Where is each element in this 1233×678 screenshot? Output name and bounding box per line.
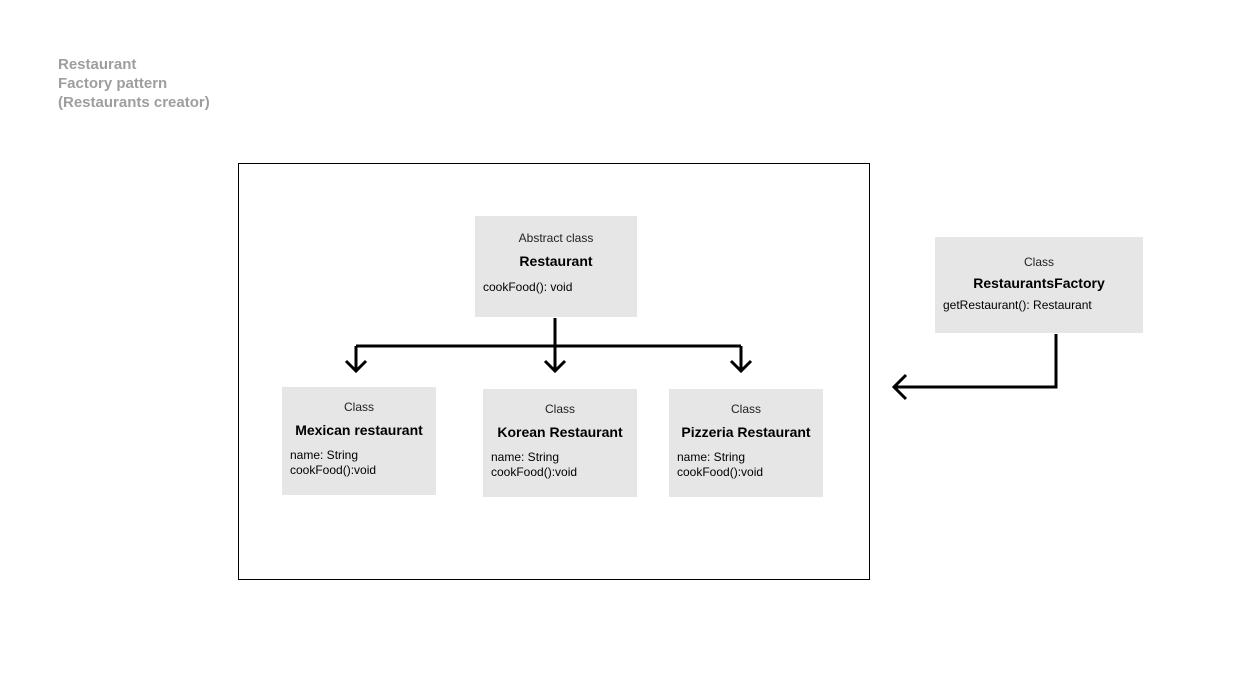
class-member: cookFood(): void: [483, 280, 573, 294]
class-member: name: String: [491, 450, 560, 464]
restaurants-frame: [238, 163, 870, 580]
class-stereotype: Class: [544, 402, 575, 416]
class-member: name: String: [290, 448, 359, 462]
class-member: cookFood():void: [290, 463, 377, 477]
class-stereotype: Class: [730, 402, 761, 416]
class-stereotype: Class: [1023, 255, 1054, 269]
class-box-korean-restaurant[interactable]: Class Korean Restaurant name: String coo…: [483, 389, 637, 497]
class-member: getRestaurant(): Restaurant: [943, 298, 1092, 312]
class-member: cookFood():void: [491, 465, 578, 479]
class-member: name: String: [677, 450, 746, 464]
class-box-restaurant[interactable]: Abstract class Restaurant cookFood(): vo…: [475, 216, 637, 317]
class-name: RestaurantsFactory: [973, 275, 1105, 291]
class-stereotype: Class: [343, 400, 374, 414]
class-member: cookFood():void: [677, 465, 764, 479]
class-box-pizzeria-restaurant[interactable]: Class Pizzeria Restaurant name: String c…: [669, 389, 823, 497]
arrowhead-pizzeria: [729, 359, 753, 374]
factory-creates-connector: [894, 334, 1058, 389]
class-box-restaurants-factory[interactable]: Class RestaurantsFactory getRestaurant()…: [935, 237, 1143, 333]
class-name: Restaurant: [519, 253, 593, 269]
class-box-mexican-restaurant[interactable]: Class Mexican restaurant name: String co…: [282, 387, 436, 495]
class-name: Korean Restaurant: [497, 424, 623, 440]
class-name: Mexican restaurant: [295, 422, 423, 438]
diagram-title-line: Restaurant: [58, 56, 137, 73]
diagram-title: Restaurant Factory pattern (Restaurants …: [58, 55, 210, 112]
diagram-title-line: (Restaurants creator): [58, 94, 210, 111]
arrowhead-korean: [543, 359, 567, 374]
class-stereotype: Abstract class: [518, 231, 594, 245]
arrowhead-mexican: [344, 359, 368, 374]
class-name: Pizzeria Restaurant: [681, 424, 811, 440]
factory-arrowhead: [891, 373, 908, 401]
diagram-title-line: Factory pattern: [58, 75, 168, 92]
